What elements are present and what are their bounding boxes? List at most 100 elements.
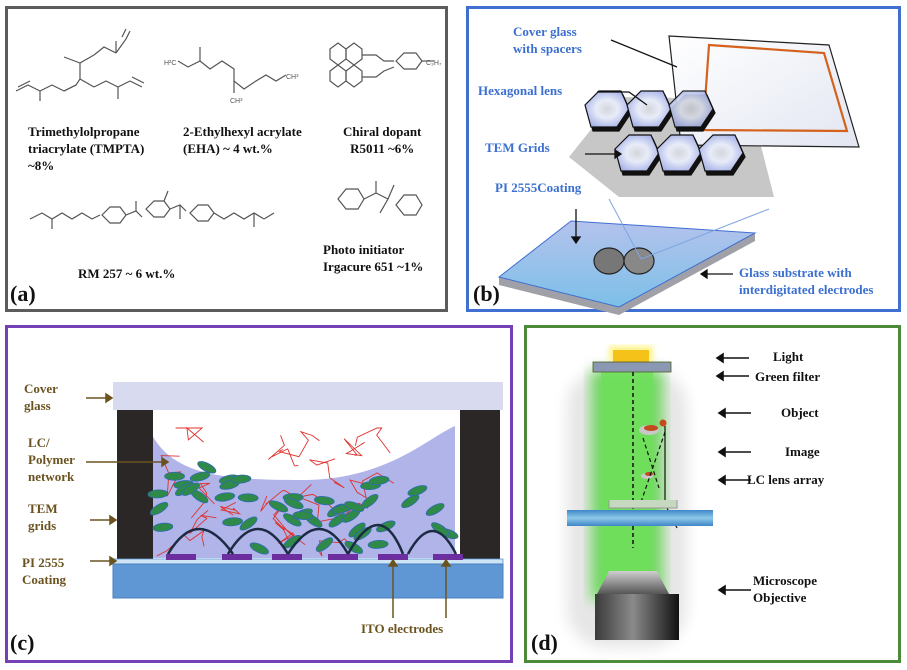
tmpta-name-line1: Trimethylolpropane xyxy=(28,124,140,139)
lc-molecule xyxy=(344,501,365,512)
callout-ito-electrodes: ITO electrodes xyxy=(361,621,444,636)
tmpta-name-line2: triacrylate (TMPTA) xyxy=(28,141,145,156)
callout-cover-glass-line1: Cover glass xyxy=(513,24,577,39)
irgacure-label: Photo initiator Irgacure 651 ~1% xyxy=(323,241,423,275)
polymer-strand xyxy=(175,426,204,443)
callout-objective-line1: Microscope xyxy=(753,573,818,588)
callout-tem-line2: grids xyxy=(28,518,57,533)
irgacure-structure xyxy=(337,181,423,216)
eha-label: 2-Ethylhexyl acrylate (EHA) ~ 4 wt.% xyxy=(183,123,302,157)
irgacure-name-line2: Irgacure 651 ~1% xyxy=(323,259,424,274)
callout-tem-line1: TEM xyxy=(28,501,58,516)
exploded-cell-drawing xyxy=(497,35,860,315)
polymer-strand xyxy=(160,455,182,497)
hexagonal-lens-array xyxy=(584,90,746,176)
panel-label-b: (b) xyxy=(473,281,500,306)
lc-molecule xyxy=(425,503,445,516)
chiral-dopant-fraction: R5011 ~6% xyxy=(350,141,415,156)
lc-molecule xyxy=(344,540,364,554)
tmpta-label: Trimethylolpropane triacrylate (TMPTA) ~… xyxy=(28,123,144,174)
lc-molecule xyxy=(407,485,428,497)
callout-cover-line1: Cover xyxy=(24,381,58,396)
lc-molecule xyxy=(292,511,314,520)
callout-glass-substrate: Glass substrate with interdigitated elec… xyxy=(739,264,873,298)
callout-objective-line2: Objective xyxy=(753,590,807,605)
lc-molecule xyxy=(328,513,347,528)
callout-light: Light xyxy=(773,349,804,364)
callout-lc-lens-array: LC lens array xyxy=(747,472,825,487)
callout-pi-coating: PI 2555Coating xyxy=(495,180,582,195)
polymer-strand xyxy=(343,438,365,457)
cover-glass-layer xyxy=(113,382,503,410)
panel-d-imaging-setup: Light Green filter Object Image LC lens … xyxy=(524,325,901,663)
polymer-strand xyxy=(349,472,395,499)
callout-green-filter: Green filter xyxy=(755,369,821,384)
lc-molecule xyxy=(164,471,186,481)
eha-name-line2: (EHA) ~ 4 wt.% xyxy=(183,141,273,156)
callout-tem-grids: TEM grids xyxy=(28,500,58,534)
polymer-strand xyxy=(260,490,301,512)
lc-molecule xyxy=(222,517,243,527)
callout-object: Object xyxy=(781,405,819,420)
lc-molecule xyxy=(249,542,269,555)
lc-molecule xyxy=(197,461,217,474)
molecular-structures: H²C CH³ CH³ C₃H₇ xyxy=(15,28,442,229)
callout-lc-line1: LC/ xyxy=(28,435,50,450)
tmpta-structure xyxy=(15,28,145,101)
polymer-strand xyxy=(354,427,391,454)
cell-cross-section xyxy=(86,382,504,618)
callout-substrate-line1: Glass substrate with xyxy=(739,265,852,280)
callout-cover-glass-line2: with spacers xyxy=(513,41,582,56)
lc-molecule xyxy=(368,475,390,485)
lc-molecule xyxy=(313,496,335,506)
lc-molecule xyxy=(361,493,379,509)
eha-name-line1: 2-Ethylhexyl acrylate xyxy=(183,124,302,139)
panel-label-c: (c) xyxy=(10,630,35,655)
atom-label-c3h7: C₃H₇ xyxy=(426,60,442,67)
imaging-setup-drawing xyxy=(567,346,751,648)
rm257-structure xyxy=(29,190,275,229)
microscope-objective xyxy=(595,594,679,640)
panel-label-d: (d) xyxy=(531,630,558,655)
tem-grid-left xyxy=(593,247,625,275)
panel-a-chemical-structures: H²C CH³ CH³ C₃H₇ Trimethylolpropane tria… xyxy=(5,6,448,312)
ito-electrode xyxy=(166,554,196,560)
polymer-strand xyxy=(278,430,320,458)
object-figure xyxy=(639,419,667,435)
ito-electrode xyxy=(272,554,302,560)
lc-molecule xyxy=(401,494,420,509)
tem-grid-spacer-right xyxy=(460,410,500,560)
panel-b-exploded-view: Cover glass with spacers Hexagonal lens … xyxy=(466,6,901,315)
callout-pi-line1: PI 2555 xyxy=(22,555,65,570)
lc-glass-plate xyxy=(567,510,713,526)
lc-molecule xyxy=(189,471,211,482)
lc-lens-array xyxy=(608,500,678,509)
lc-molecule xyxy=(268,500,289,513)
chiral-dopant-name: Chiral dopant xyxy=(343,124,422,139)
polymer-strand xyxy=(156,529,205,557)
rm257-label: RM 257 ~ 6 wt.% xyxy=(78,266,176,281)
panel-label-a: (a) xyxy=(10,281,36,306)
lc-molecule xyxy=(147,489,169,499)
callout-image: Image xyxy=(785,444,820,459)
callout-cover-glass: Cover glass with spacers xyxy=(513,23,582,57)
ito-electrode xyxy=(222,554,252,560)
lc-molecule xyxy=(315,537,334,552)
callout-pi-coating: PI 2555 Coating xyxy=(22,554,66,588)
ito-electrode xyxy=(433,554,463,560)
tmpta-fraction: ~8% xyxy=(28,158,55,173)
tem-grid-right xyxy=(623,247,655,275)
lc-molecule xyxy=(284,497,304,510)
polymer-strand xyxy=(268,435,299,467)
light-source xyxy=(613,350,649,362)
callout-pi-line2: Coating xyxy=(22,572,67,587)
tem-grid-spacer-left xyxy=(117,410,153,560)
glass-substrate-side xyxy=(499,233,755,315)
chiral-dopant-structure xyxy=(329,42,434,88)
polymer-strand xyxy=(219,501,242,516)
callout-substrate-line2: interdigitated electrodes xyxy=(739,282,874,297)
lc-molecule xyxy=(237,493,259,503)
callout-lc-line3: network xyxy=(28,469,75,484)
callout-microscope-objective: Microscope Objective xyxy=(753,572,817,606)
lc-molecule xyxy=(239,516,258,531)
